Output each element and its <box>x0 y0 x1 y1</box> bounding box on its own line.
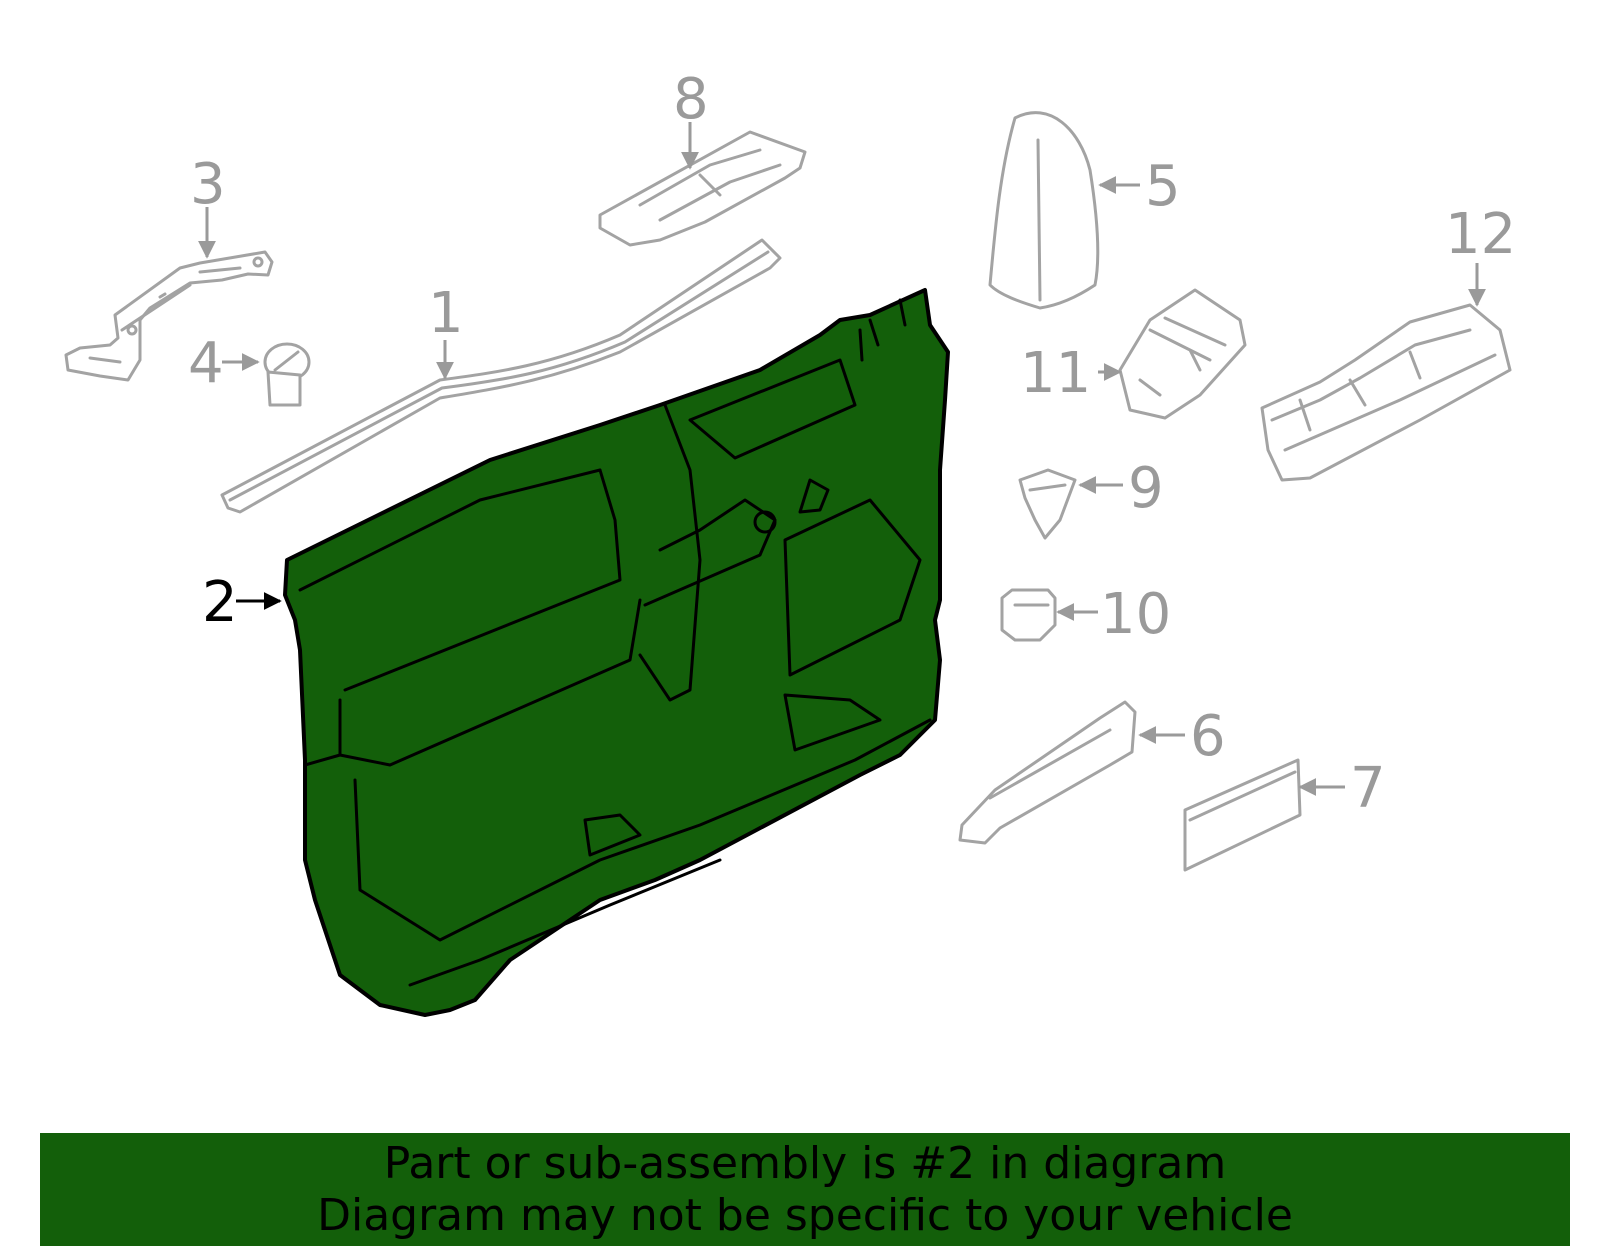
part-11-switch[interactable] <box>1118 288 1247 420</box>
callout-12: 12 <box>1445 202 1516 267</box>
footer-line-2: Diagram may not be specific to your vehi… <box>317 1189 1293 1241</box>
part-12-master-switch[interactable] <box>1260 303 1512 482</box>
callout-8: 8 <box>673 67 709 132</box>
callout-3: 3 <box>190 152 226 217</box>
callout-6: 6 <box>1190 704 1226 769</box>
callout-9: 9 <box>1128 456 1164 521</box>
callout-4: 4 <box>188 331 224 396</box>
part-6-handle[interactable] <box>958 700 1137 845</box>
footer-banner: Part or sub-assembly is #2 in diagram Di… <box>40 1133 1570 1246</box>
part-1-weatherstrip[interactable] <box>220 238 782 514</box>
part-7-insert[interactable] <box>1183 758 1302 872</box>
callout-10: 10 <box>1100 582 1171 647</box>
callout-1: 1 <box>428 281 464 346</box>
callout-7: 7 <box>1350 756 1386 821</box>
callout-11: 11 <box>1020 341 1091 406</box>
part-9-button[interactable] <box>1018 468 1077 540</box>
part-4-clip[interactable] <box>263 342 311 407</box>
door-trim-panel-shape <box>283 288 950 1017</box>
callout-2: 2 <box>202 570 238 635</box>
footer-line-1: Part or sub-assembly is #2 in diagram <box>383 1137 1227 1189</box>
part-8-bezel[interactable] <box>598 130 807 247</box>
part-10-switch[interactable] <box>1000 588 1057 642</box>
callout-5: 5 <box>1145 154 1181 219</box>
part-3-bracket[interactable] <box>64 250 274 382</box>
part-5-cover[interactable] <box>988 111 1100 310</box>
part-2-door-trim-panel[interactable] <box>283 288 950 1017</box>
